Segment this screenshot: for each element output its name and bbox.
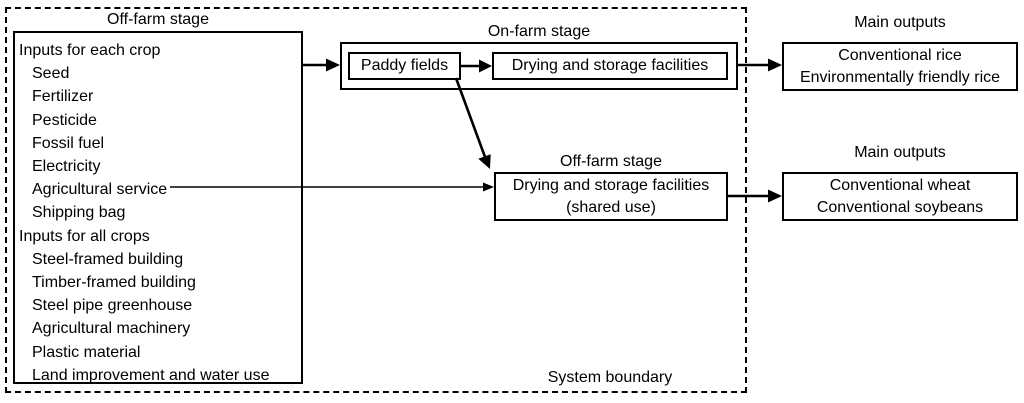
paddy-fields-label: Paddy fields (360, 57, 449, 74)
on-farm-drying-label: Drying and storage facilities (511, 57, 709, 74)
rice-output-line2: Environmentally friendly rice (799, 68, 1001, 86)
inputs-list: Inputs for each crop Seed Fertilizer Pes… (15, 33, 301, 387)
input-item: Fossil fuel (32, 134, 105, 152)
input-item: Pesticide (32, 111, 97, 129)
inputs-group-header: Inputs for each crop (19, 42, 161, 59)
input-item: Agricultural machinery (32, 320, 191, 338)
input-item: Seed (32, 65, 70, 83)
shared-drying-line2: (shared use) (566, 198, 656, 216)
rice-output-line1: Conventional rice (838, 46, 962, 64)
off-farm-stage-label-top: Off-farm stage (107, 11, 209, 28)
input-item: Fertilizer (32, 88, 94, 106)
shared-drying-line1: Drying and storage facilities (512, 176, 710, 194)
shared-drying-box: Drying and storage facilities (shared us… (494, 172, 728, 221)
input-item: Shipping bag (32, 204, 126, 222)
system-boundary-box (5, 7, 747, 393)
inputs-panel: Inputs for each crop Seed Fertilizer Pes… (13, 31, 303, 384)
input-item: Land improvement and water use (32, 366, 270, 384)
inputs-group-header: Inputs for all crops (19, 227, 150, 245)
paddy-fields-box: Paddy fields (348, 52, 461, 80)
off-farm-stage-label-shared: Off-farm stage (560, 153, 662, 170)
input-item: Timber-framed building (32, 274, 196, 292)
main-outputs-label-rice: Main outputs (854, 14, 946, 31)
field-crops-output-line2: Conventional soybeans (816, 198, 984, 216)
field-crops-outputs-box: Conventional wheat Conventional soybeans (782, 172, 1018, 221)
on-farm-drying-box: Drying and storage facilities (492, 52, 728, 80)
rice-outputs-box: Conventional rice Environmentally friend… (782, 42, 1018, 91)
input-item: Plastic material (32, 343, 141, 361)
input-item: Steel-framed building (32, 250, 184, 268)
field-crops-output-line1: Conventional wheat (829, 176, 971, 194)
on-farm-stage-label: On-farm stage (487, 23, 591, 40)
main-outputs-label-field-crops: Main outputs (854, 144, 946, 161)
input-item: Agricultural service (32, 181, 168, 199)
input-item: Electricity (32, 158, 101, 176)
input-item: Steel pipe greenhouse (32, 297, 193, 315)
system-boundary-label: System boundary (547, 369, 673, 386)
